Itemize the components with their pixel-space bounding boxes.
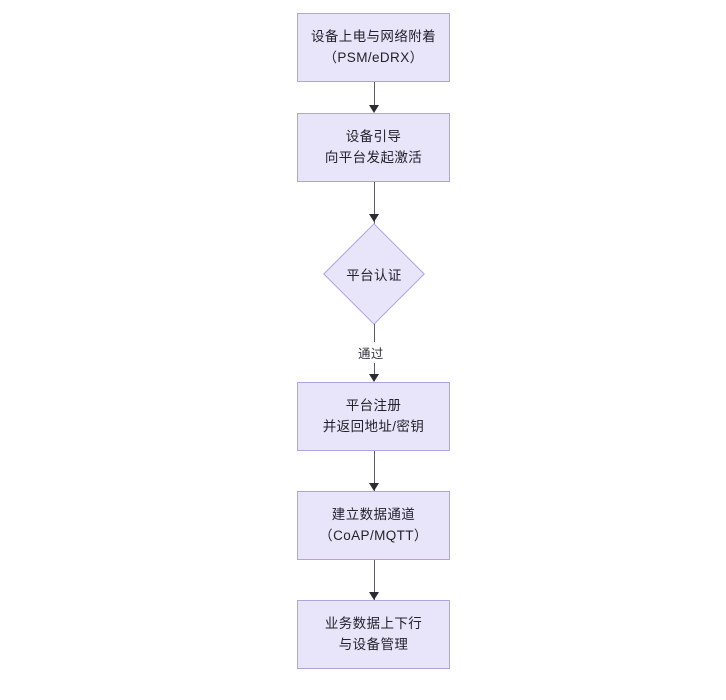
node-channel[interactable]: 建立数据通道 （CoAP/MQTT） (297, 491, 450, 560)
node-bootstrap-line2: 向平台发起激活 (324, 149, 423, 165)
node-register-line2: 并返回地址/密钥 (322, 418, 425, 434)
node-data-exchange[interactable]: 业务数据上下行 与设备管理 (297, 600, 450, 669)
connector-channel-to-data-exchange (373, 560, 375, 600)
node-register[interactable]: 平台注册 并返回地址/密钥 (297, 382, 450, 451)
edge-label-pass: 通过 (355, 342, 387, 363)
arrowhead-auth-to-register (369, 374, 379, 382)
connector-bootstrap-to-auth (373, 182, 375, 224)
node-channel-line1: 建立数据通道 (331, 506, 416, 522)
node-power-on-line1: 设备上电与网络附着 (310, 28, 437, 44)
node-register-line1: 平台注册 (345, 397, 402, 413)
arrowhead-power-on-to-bootstrap (369, 105, 379, 113)
node-bootstrap-line1: 设备引导 (345, 128, 402, 144)
node-auth-label: 平台认证 (346, 268, 402, 283)
node-power-on[interactable]: 设备上电与网络附着 （PSM/eDRX） (297, 13, 450, 82)
node-bootstrap[interactable]: 设备引导 向平台发起激活 (297, 113, 450, 182)
node-data-exchange-line2: 与设备管理 (338, 636, 409, 652)
connector-register-to-channel (373, 451, 375, 491)
node-power-on-line2: （PSM/eDRX） (323, 49, 424, 65)
arrowhead-channel-to-data-exchange (369, 592, 379, 600)
node-channel-line2: （CoAP/MQTT） (319, 527, 428, 543)
arrowhead-bootstrap-to-auth (369, 214, 379, 222)
arrowhead-register-to-channel (369, 483, 379, 491)
node-data-exchange-line1: 业务数据上下行 (324, 615, 423, 631)
node-auth[interactable]: 平台认证 (321, 223, 427, 325)
connector-power-on-to-bootstrap (373, 82, 375, 108)
